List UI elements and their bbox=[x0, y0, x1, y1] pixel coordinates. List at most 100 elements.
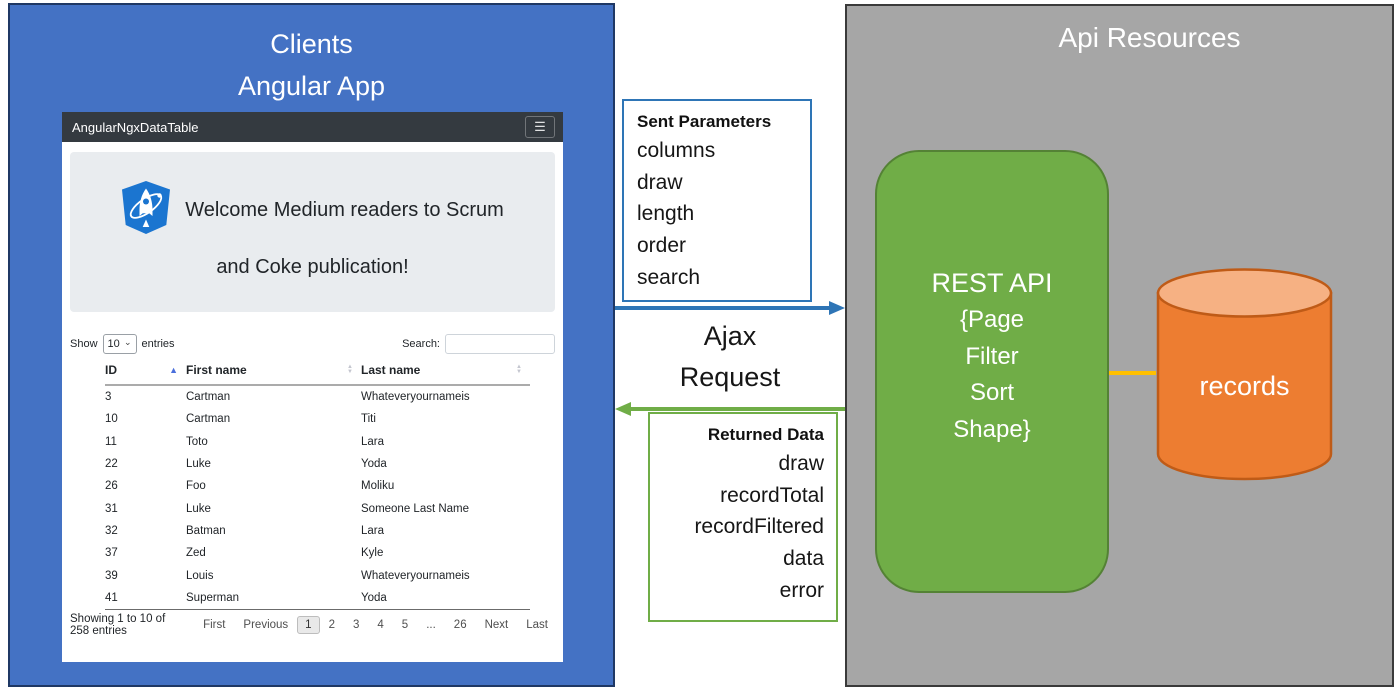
table-row[interactable]: 31 Luke Someone Last Name bbox=[105, 497, 530, 519]
column-header-last-name[interactable]: Last name ▲▼ bbox=[361, 363, 522, 377]
cell-id: 41 bbox=[105, 591, 118, 604]
cell-last-name: Yoda bbox=[361, 591, 387, 604]
ajax-response-arrow bbox=[628, 407, 845, 411]
cell-first-name: Cartman bbox=[186, 391, 231, 404]
angular-rocket-logo bbox=[121, 180, 171, 240]
rest-api-capability: Filter bbox=[965, 342, 1019, 370]
search-input[interactable] bbox=[445, 334, 555, 354]
sent-parameters-box: Sent Parameters columns draw length orde… bbox=[622, 99, 812, 302]
sort-asc-icon[interactable]: ▲ bbox=[169, 365, 178, 375]
pagination-item[interactable]: ... bbox=[426, 619, 436, 631]
cell-last-name: Yoda bbox=[361, 458, 387, 471]
table-row[interactable]: 39 Louis Whateveryournameis bbox=[105, 564, 530, 586]
app-navbar: AngularNgxDataTable ☰ bbox=[62, 112, 563, 142]
cell-first-name: Zed bbox=[186, 547, 206, 560]
clients-title-line2: Angular App bbox=[237, 71, 386, 101]
cell-first-name: Foo bbox=[186, 480, 206, 493]
rest-api-capability: Shape} bbox=[953, 415, 1031, 443]
clients-panel-title: Clients Angular App bbox=[10, 23, 613, 107]
table-row[interactable]: 32 Batman Lara bbox=[105, 520, 530, 542]
cell-id: 39 bbox=[105, 569, 118, 582]
api-resources-panel: Api Resources REST API {Page Filter Sort… bbox=[845, 4, 1394, 687]
angular-app-window: AngularNgxDataTable ☰ bbox=[62, 112, 563, 662]
returned-data-item: error bbox=[779, 578, 824, 602]
cell-last-name: Whateveryournameis bbox=[361, 391, 470, 404]
database-cylinder: records bbox=[1156, 267, 1333, 482]
rest-api-title: REST API bbox=[931, 268, 1053, 298]
chevron-down-icon: ⌄ bbox=[123, 336, 132, 347]
cell-first-name: Batman bbox=[186, 524, 226, 537]
table-row[interactable]: 37 Zed Kyle bbox=[105, 542, 530, 564]
pagination-summary: Showing 1 to 10 of 258 entries bbox=[70, 613, 166, 637]
pagination-item[interactable]: Last bbox=[526, 619, 548, 631]
returned-data-item: draw bbox=[778, 452, 824, 475]
sent-parameter-item: columns bbox=[637, 139, 716, 162]
cell-last-name: Moliku bbox=[361, 480, 395, 493]
search-label: Search: bbox=[402, 338, 440, 350]
rest-api-node: REST API {Page Filter Sort Shape} bbox=[875, 150, 1109, 593]
sent-parameter-item: search bbox=[637, 265, 701, 289]
cell-last-name: Titi bbox=[361, 413, 376, 426]
welcome-line1: Welcome Medium readers to Scrum bbox=[185, 198, 504, 221]
pagination-item[interactable]: 3 bbox=[352, 619, 360, 631]
pagination-item[interactable]: 2 bbox=[328, 619, 335, 631]
table-row[interactable]: 3 Cartman Whateveryournameis bbox=[105, 386, 530, 408]
navbar-brand[interactable]: AngularNgxDataTable bbox=[72, 119, 199, 135]
api-resources-title: Api Resources bbox=[1058, 22, 1241, 53]
welcome-line2: and Coke publication! bbox=[216, 256, 409, 278]
menu-icon[interactable]: ☰ bbox=[525, 116, 555, 138]
sent-parameters-title: Sent Parameters bbox=[637, 112, 772, 131]
returned-data-item: recordTotal bbox=[720, 483, 824, 507]
cell-last-name: Lara bbox=[361, 435, 385, 448]
table-row[interactable]: 22 Luke Yoda bbox=[105, 453, 530, 475]
sent-parameter-item: draw bbox=[637, 170, 683, 194]
cell-last-name: Lara bbox=[361, 524, 385, 537]
returned-data-box: Returned Data draw recordTotal recordFil… bbox=[648, 412, 838, 622]
sent-parameter-item: order bbox=[637, 234, 687, 258]
pagination-item[interactable]: First bbox=[203, 619, 226, 631]
sort-icon[interactable]: ▲▼ bbox=[516, 364, 522, 375]
pagination-item[interactable]: Previous bbox=[243, 619, 289, 631]
pagination-item[interactable]: 26 bbox=[453, 619, 467, 631]
table-row[interactable]: 26 Foo Moliku bbox=[105, 475, 530, 497]
pagination-item[interactable]: 1 bbox=[297, 616, 320, 634]
cell-first-name: Superman bbox=[186, 591, 240, 604]
rest-api-capability: {Page bbox=[959, 306, 1025, 333]
sort-icon[interactable]: ▲▼ bbox=[347, 364, 353, 375]
cell-id: 31 bbox=[105, 502, 118, 515]
sent-parameter-item: length bbox=[637, 202, 695, 226]
cell-id: 3 bbox=[105, 391, 112, 404]
cell-id: 10 bbox=[105, 413, 118, 426]
table-row[interactable]: 10 Cartman Titi bbox=[105, 408, 530, 430]
pagination-item[interactable]: Next bbox=[484, 619, 509, 631]
table-header-row: ID ▲ First name ▲▼ Last name ▲▼ bbox=[105, 358, 530, 386]
pagination-item[interactable]: 5 bbox=[401, 619, 409, 631]
returned-data-title: Returned Data bbox=[707, 425, 824, 444]
api-db-connector-line bbox=[1109, 371, 1156, 375]
cell-id: 26 bbox=[105, 480, 118, 493]
cell-last-name: Someone Last Name bbox=[361, 502, 470, 515]
clients-title-line1: Clients bbox=[270, 29, 353, 59]
cell-id: 22 bbox=[105, 458, 118, 471]
clients-panel: Clients Angular App AngularNgxDataTable … bbox=[8, 3, 615, 687]
welcome-jumbotron: Welcome Medium readers to Scrum and Coke… bbox=[70, 152, 555, 312]
column-header-id[interactable]: ID ▲ bbox=[105, 363, 178, 377]
pagination-item[interactable]: 4 bbox=[377, 619, 384, 631]
table-row[interactable]: 11 Toto Lara bbox=[105, 431, 530, 453]
entries-label: entries bbox=[141, 338, 175, 350]
returned-data-item: data bbox=[783, 547, 824, 571]
table-bottom-border bbox=[105, 608, 530, 610]
cell-last-name: Whateveryournameis bbox=[361, 569, 470, 582]
page-size-select[interactable]: 10 ⌄ bbox=[102, 334, 137, 354]
cell-first-name: Luke bbox=[186, 502, 211, 515]
records-label: records bbox=[1199, 371, 1290, 401]
column-header-first-name[interactable]: First name ▲▼ bbox=[186, 363, 353, 377]
show-label: Show bbox=[70, 338, 98, 350]
ajax-request-label: Ajax Request bbox=[679, 321, 781, 392]
table-row[interactable]: 41 Superman Yoda bbox=[105, 587, 530, 609]
cell-id: 32 bbox=[105, 524, 118, 537]
cell-first-name: Cartman bbox=[186, 413, 231, 426]
ajax-request-arrow bbox=[615, 306, 833, 310]
cell-first-name: Louis bbox=[186, 569, 214, 582]
